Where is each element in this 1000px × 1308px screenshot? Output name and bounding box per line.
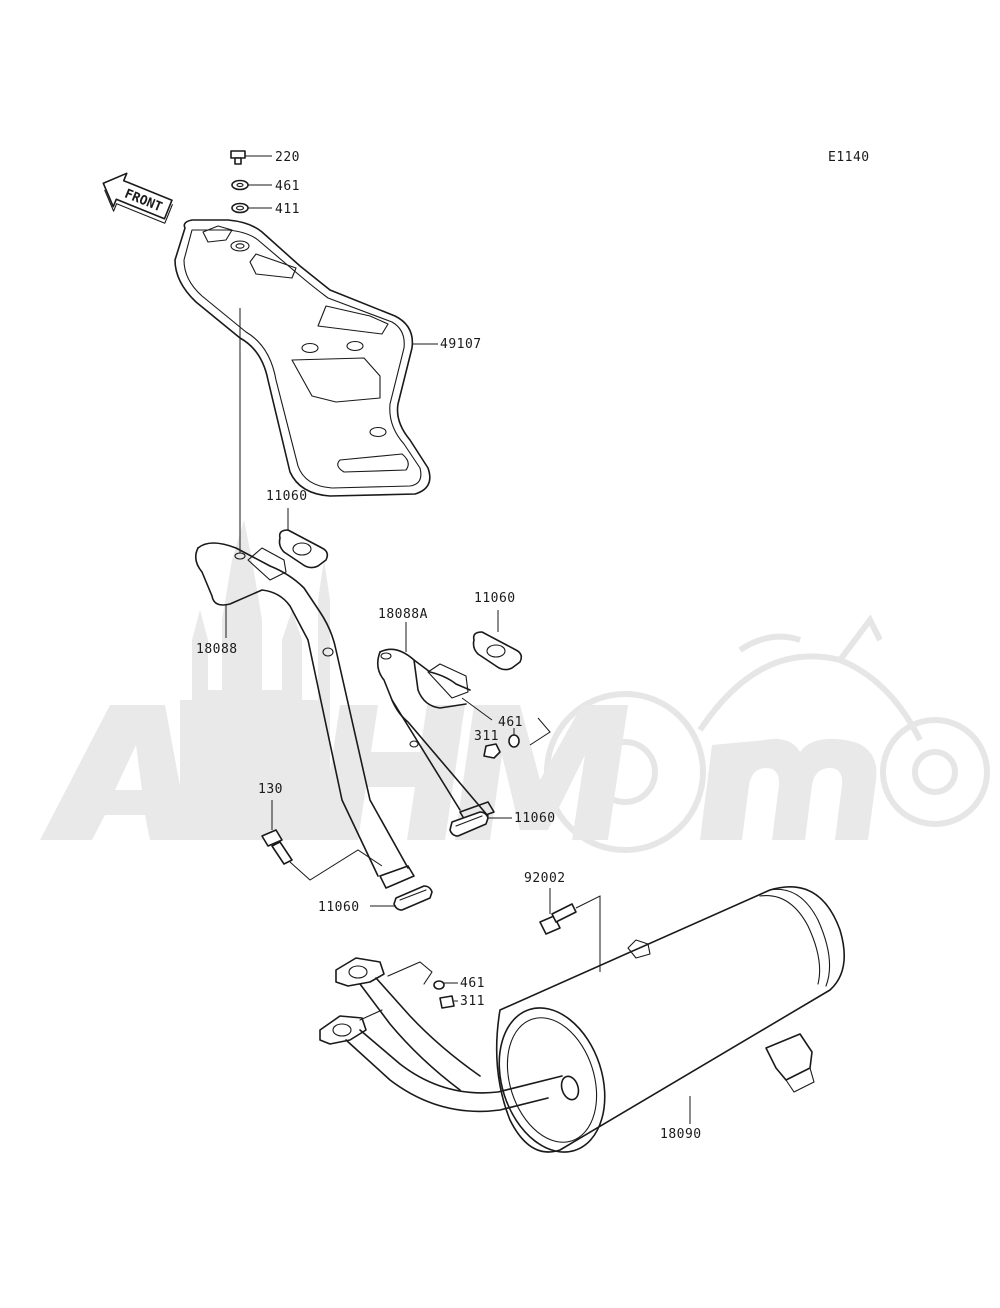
label-18088: 18088 xyxy=(196,642,238,657)
bolt-220 xyxy=(230,150,272,165)
washer-461-mid xyxy=(508,728,520,748)
watermark xyxy=(40,520,990,853)
label-92002: 92002 xyxy=(524,871,566,886)
exhaust-pipe-18088 xyxy=(194,542,415,889)
label-311-mid: 311 xyxy=(474,729,499,744)
washer-461-top xyxy=(231,179,272,191)
label-18090: 18090 xyxy=(660,1127,702,1142)
front-direction-arrow: FRONT xyxy=(102,172,173,224)
washer-461-low xyxy=(433,980,458,990)
label-11060-lower: 11060 xyxy=(318,900,360,915)
heat-shield-49107 xyxy=(174,219,438,497)
label-461-mid: 461 xyxy=(498,715,523,730)
label-11060-mid: 11060 xyxy=(514,811,556,826)
bolt-130 xyxy=(261,800,383,881)
label-461-top: 461 xyxy=(275,179,300,194)
nut-311-low xyxy=(439,995,458,1009)
label-49107: 49107 xyxy=(440,337,482,352)
muffler-18090 xyxy=(495,886,846,1153)
label-11060-upper-left: 11060 xyxy=(266,489,308,504)
gasket-11060-upper-right xyxy=(472,610,523,671)
label-220: 220 xyxy=(275,150,300,165)
gasket-11060-lower xyxy=(370,885,433,911)
watermark-letters xyxy=(40,705,877,840)
gasket-11060-upper-left xyxy=(278,508,329,569)
label-18088A: 18088A xyxy=(378,607,428,622)
label-311-low: 311 xyxy=(460,994,485,1009)
label-130: 130 xyxy=(258,782,283,797)
muffler-inlet-pipes xyxy=(319,957,563,1113)
gasket-11060-mid xyxy=(449,811,512,837)
watermark-motorcycle xyxy=(544,614,990,853)
leader-461-311-mid xyxy=(461,697,551,746)
label-11060-upper-right: 11060 xyxy=(474,591,516,606)
label-461-low: 461 xyxy=(460,976,485,991)
nut-311-mid xyxy=(483,743,501,759)
diagram-code: E1140 xyxy=(828,150,870,165)
bolt-92002 xyxy=(539,888,601,972)
washer-411 xyxy=(231,202,272,214)
label-411: 411 xyxy=(275,202,300,217)
